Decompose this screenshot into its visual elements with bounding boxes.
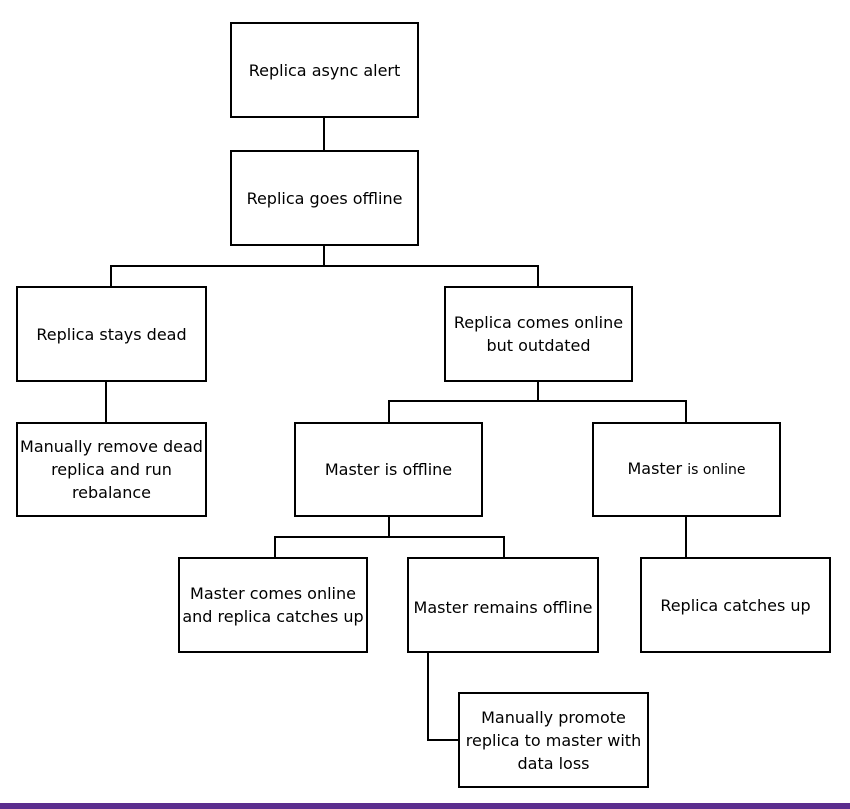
node-label: Replica goes offline — [246, 188, 403, 208]
node-label: Master comes online and replica catches … — [182, 584, 364, 626]
node-label-suffix: is online — [687, 462, 746, 478]
node-replica-goes-offline: Replica goes offline — [230, 150, 419, 246]
node-manually-promote-replica: Manually promote replica to master with … — [458, 692, 649, 788]
node-manually-remove-dead-replica: Manually remove dead replica and run reb… — [16, 422, 207, 517]
node-replica-async-alert: Replica async alert — [230, 22, 419, 118]
node-label: Replica catches up — [660, 595, 811, 615]
node-master-comes-online-catchup: Master comes online and replica catches … — [178, 557, 368, 653]
node-label: Replica async alert — [248, 60, 401, 80]
node-label: Manually promote replica to master with … — [465, 707, 642, 773]
connector-online-branch — [388, 381, 687, 422]
node-master-remains-offline: Master remains offline — [407, 557, 599, 653]
node-label: Replica comes online but outdated — [453, 313, 624, 355]
node-replica-comes-online-outdated: Replica comes online but outdated — [444, 286, 633, 382]
connector-remains-offline-to-promote — [427, 652, 459, 741]
bottom-border-bar — [0, 803, 850, 809]
node-label: Manually remove dead replica and run reb… — [20, 437, 203, 502]
node-label: Master is online — [627, 457, 745, 482]
node-master-is-online: Master is online — [592, 422, 781, 517]
node-label: Master is offline — [324, 460, 453, 479]
node-label-prefix: Master — [627, 459, 688, 478]
connector-master-offline-branch — [274, 516, 505, 557]
node-label: Replica stays dead — [36, 324, 187, 344]
node-replica-catches-up: Replica catches up — [640, 557, 831, 653]
node-master-is-offline: Master is offline — [294, 422, 483, 517]
connector-offline-branch — [110, 246, 539, 286]
node-replica-stays-dead: Replica stays dead — [16, 286, 207, 382]
node-label: Master remains offline — [413, 598, 593, 617]
